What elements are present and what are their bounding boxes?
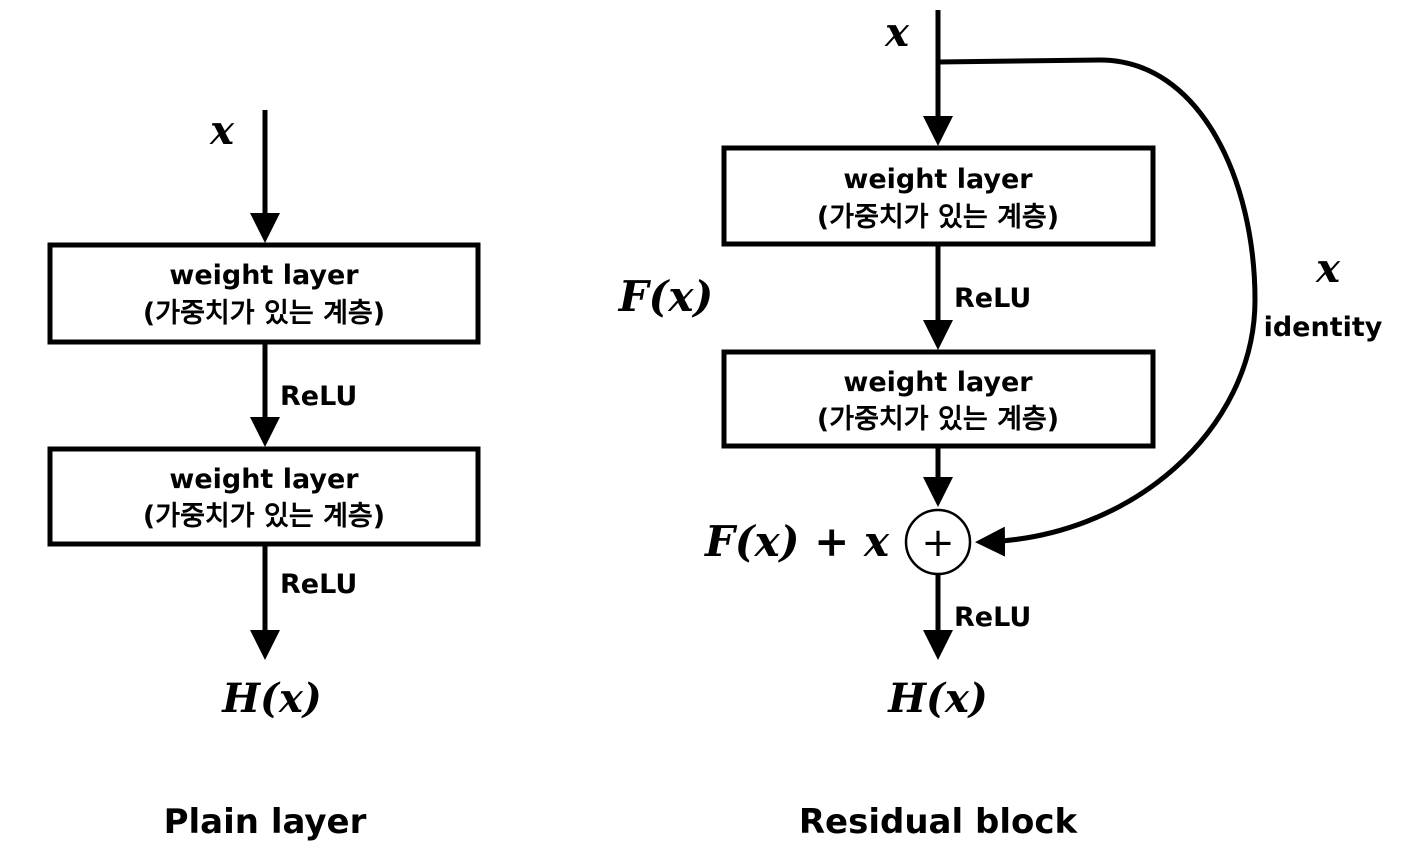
- residual-weight-layer-1: [721, 145, 1156, 247]
- sum-label: F(x) + x: [704, 517, 890, 566]
- plain-weight-layer-2-title: weight layer: [169, 464, 359, 495]
- plain-weight-layer-1-title: weight layer: [169, 260, 359, 291]
- residual-block-diagram: x x identity weight layer (가중치가 있는 계층) R…: [618, 9, 1383, 842]
- sum-symbol: +: [921, 520, 955, 566]
- residual-weight-layer-2-title: weight layer: [843, 367, 1033, 398]
- residual-relu-label-2: ReLU: [954, 602, 1031, 633]
- identity-skip-connection: [937, 57, 1258, 557]
- skip-identity-label: identity: [1264, 312, 1383, 343]
- skip-x-label: x: [1315, 245, 1341, 292]
- plain-weight-layer-2-subtitle: (가중치가 있는 계층): [143, 501, 385, 532]
- residual-caption: Residual block: [799, 802, 1079, 842]
- residual-weight-layer-1-title: weight layer: [843, 164, 1033, 195]
- plain-relu-label-2: ReLU: [280, 569, 357, 600]
- plain-weight-layer-1-subtitle: (가중치가 있는 계층): [143, 298, 385, 329]
- residual-weight-layer-1-subtitle: (가중치가 있는 계층): [817, 202, 1059, 233]
- plain-input-label: x: [209, 107, 235, 154]
- plain-layer-diagram: x weight layer (가중치가 있는 계층) ReLU weight …: [47, 107, 481, 842]
- fx-label: F(x): [618, 272, 714, 321]
- plain-weight-layer-2: [47, 446, 481, 547]
- residual-output-label: H(x): [887, 675, 988, 722]
- residual-input-label: x: [884, 9, 910, 56]
- residual-relu-label-1: ReLU: [954, 283, 1031, 314]
- plain-output-label: H(x): [221, 675, 322, 722]
- residual-weight-layer-2-subtitle: (가중치가 있는 계층): [817, 404, 1059, 435]
- plain-relu-label-1: ReLU: [280, 381, 357, 412]
- plain-caption: Plain layer: [164, 802, 367, 842]
